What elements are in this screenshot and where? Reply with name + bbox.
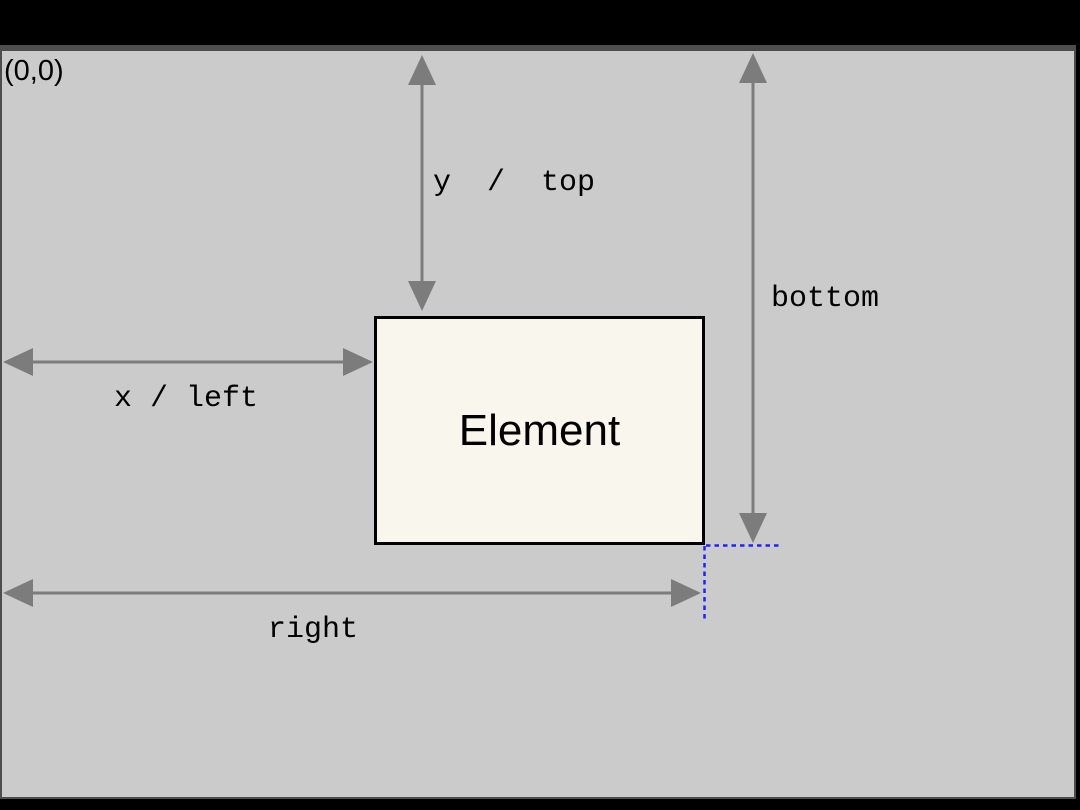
bottom-distance-label: bottom (771, 282, 880, 316)
left-distance-label: x / left (114, 382, 259, 416)
top-distance-label: y / top (433, 166, 596, 200)
right-distance-label: right (268, 613, 359, 647)
element-label: Element (458, 405, 621, 455)
origin-coordinates-label: (0,0) (4, 55, 64, 87)
element-box: Element (374, 316, 705, 545)
